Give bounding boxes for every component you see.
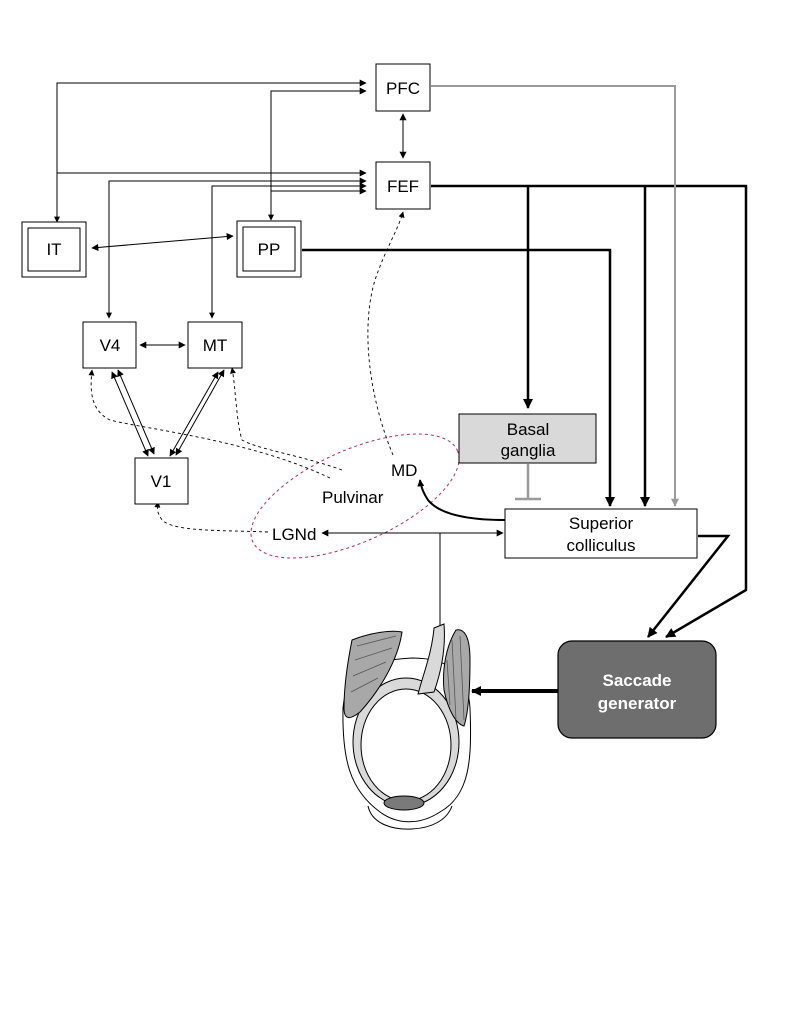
basal-ganglia-label-line1: Basal bbox=[507, 420, 550, 439]
node-v4: V4 bbox=[82, 321, 137, 369]
node-it: IT bbox=[21, 221, 87, 278]
node-saccade-generator: Saccade generator bbox=[557, 640, 717, 739]
superior-colliculus-label-line2: colliculus bbox=[567, 536, 636, 555]
saccade-generator-label-line1: Saccade bbox=[603, 671, 672, 690]
node-basal-ganglia: Basal ganglia bbox=[458, 413, 597, 464]
node-v1-label: V1 bbox=[151, 472, 172, 491]
node-md-label: MD bbox=[391, 461, 417, 480]
eye-icon bbox=[342, 623, 472, 830]
node-fef: FEF bbox=[375, 161, 431, 210]
superior-colliculus-label-line1: Superior bbox=[569, 514, 634, 533]
node-it-label: IT bbox=[46, 240, 61, 259]
node-mt: MT bbox=[187, 321, 243, 369]
oculomotor-pathways bbox=[302, 85, 748, 696]
node-superior-colliculus: Superior colliculus bbox=[504, 508, 698, 559]
thalamic-connections bbox=[88, 211, 405, 533]
node-pp: PP bbox=[236, 220, 302, 278]
node-v4-label: V4 bbox=[100, 336, 121, 355]
node-pfc-label: PFC bbox=[386, 79, 420, 98]
node-lgnd-label: LGNd bbox=[272, 525, 316, 544]
thalamus-outline bbox=[250, 433, 460, 559]
node-pfc: PFC bbox=[375, 63, 431, 112]
node-v1: V1 bbox=[134, 457, 189, 505]
node-fef-label: FEF bbox=[387, 177, 419, 196]
node-pulvinar-label: Pulvinar bbox=[322, 488, 384, 507]
basal-ganglia-label-line2: ganglia bbox=[501, 441, 556, 460]
node-pp-label: PP bbox=[258, 240, 281, 259]
cortical-connections bbox=[54, 79, 407, 457]
node-mt-label: MT bbox=[203, 336, 228, 355]
saccade-generator-label-line2: generator bbox=[598, 694, 677, 713]
